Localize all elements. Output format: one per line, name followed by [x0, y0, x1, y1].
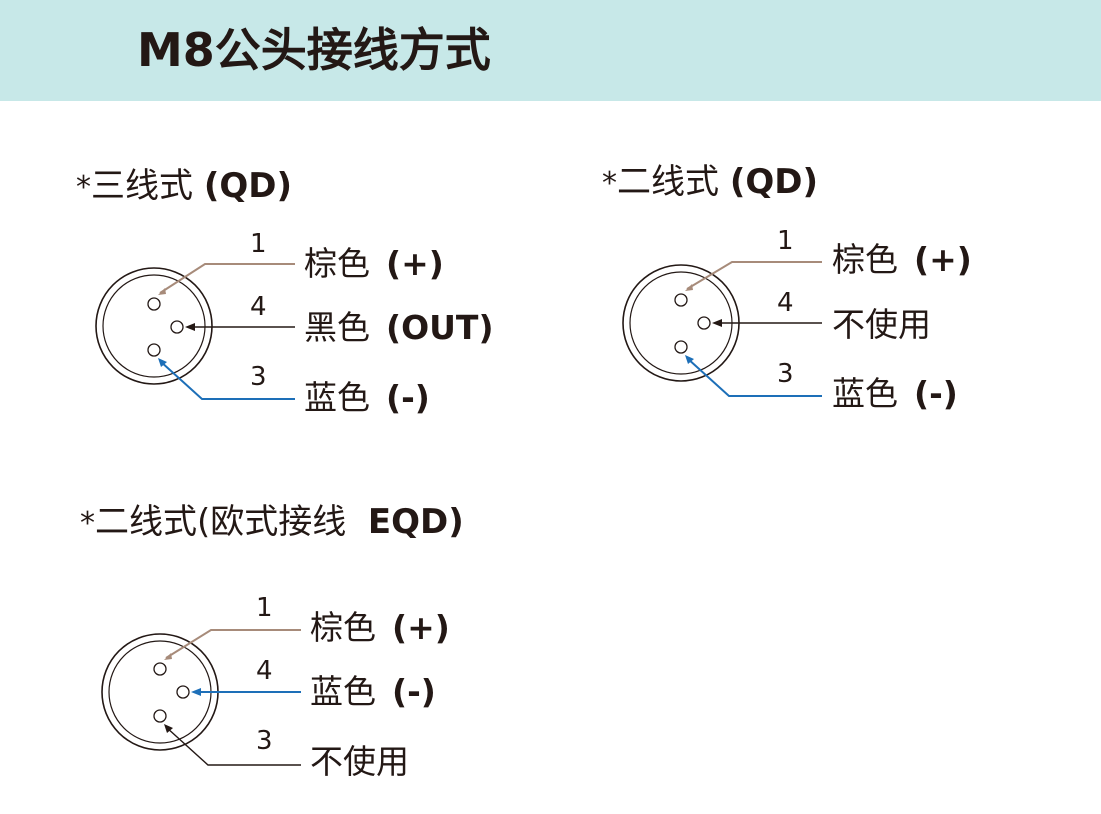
- wire-1: [165, 629, 301, 659]
- pin-number-1: 1: [250, 229, 267, 259]
- pin-4: [176, 685, 190, 699]
- diagram-3-title: *二线式(欧式接线 EQD): [80, 502, 464, 542]
- pin-1: [147, 297, 161, 311]
- wire-label-1: 棕色(+): [304, 244, 444, 283]
- pin-3: [674, 340, 688, 354]
- pin-number-3: 3: [250, 362, 267, 392]
- connector-3: [101, 629, 301, 766]
- pin-number-1: 1: [256, 593, 273, 623]
- pin-1: [674, 293, 688, 307]
- pin-3: [147, 343, 161, 357]
- wire-label-4: 蓝色(-): [310, 672, 436, 711]
- pin-number-4: 4: [256, 656, 273, 686]
- wire-3: [159, 360, 295, 400]
- wire-3: [686, 357, 822, 397]
- pin-4: [697, 316, 711, 330]
- pin-3: [153, 709, 167, 723]
- wire-3: [165, 726, 301, 766]
- diagram-2-title: *二线式 (QD): [602, 162, 819, 202]
- page-title: M8公头接线方式: [137, 23, 491, 77]
- wire-label-1: 棕色(+): [310, 608, 450, 647]
- wire-label-3: 蓝色(-): [832, 374, 958, 413]
- wire-label-4: 不使用: [832, 305, 931, 344]
- pin-number-3: 3: [256, 726, 273, 756]
- connector-1: [95, 263, 295, 400]
- wire-1: [159, 263, 295, 294]
- diagram-1-title: *三线式 (QD): [76, 166, 293, 206]
- pin-number-3: 3: [777, 359, 794, 389]
- wire-label-4: 黑色(OUT): [304, 308, 494, 347]
- pin-number-1: 1: [777, 226, 794, 256]
- pin-number-4: 4: [777, 288, 794, 318]
- wire-label-1: 棕色(+): [832, 240, 972, 279]
- pin-number-4: 4: [250, 292, 267, 322]
- connector-2: [622, 261, 822, 397]
- header-banner: M8公头接线方式: [0, 0, 1101, 101]
- pin-1: [153, 662, 167, 676]
- wire-1: [686, 261, 822, 290]
- wire-label-3: 不使用: [310, 742, 409, 781]
- wire-label-3: 蓝色(-): [304, 378, 430, 417]
- pin-4: [170, 320, 184, 334]
